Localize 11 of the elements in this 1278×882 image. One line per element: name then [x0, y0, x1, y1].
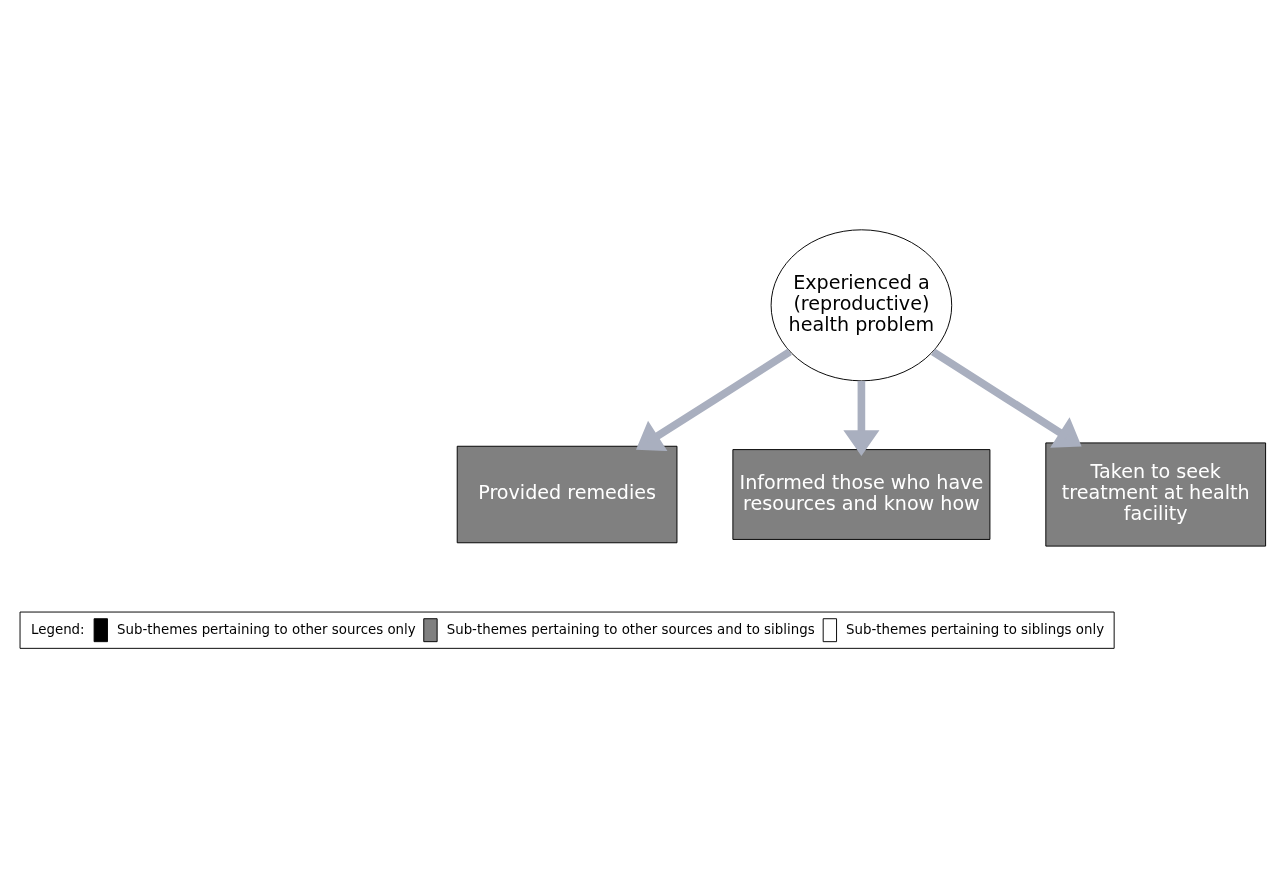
- arrow: [930, 348, 1082, 448]
- legend-label: Sub-themes pertaining to siblings only: [846, 621, 1105, 637]
- arrow: [843, 380, 880, 457]
- node-ellipse: Experienced a (reproductive) health problem: [770, 229, 953, 382]
- node-box: Taken to seek treatment at health facility: [1045, 442, 1267, 547]
- label: Legend:: [31, 621, 85, 637]
- node-box: Provided remedies: [456, 445, 678, 544]
- legend-label: Sub-themes pertaining to other sources only: [117, 621, 416, 637]
- arrow: [636, 348, 792, 452]
- node-box: Informed those who have resources and know how: [732, 449, 991, 540]
- legend-label: Sub-themes pertaining to other sources and to siblings: [446, 621, 815, 637]
